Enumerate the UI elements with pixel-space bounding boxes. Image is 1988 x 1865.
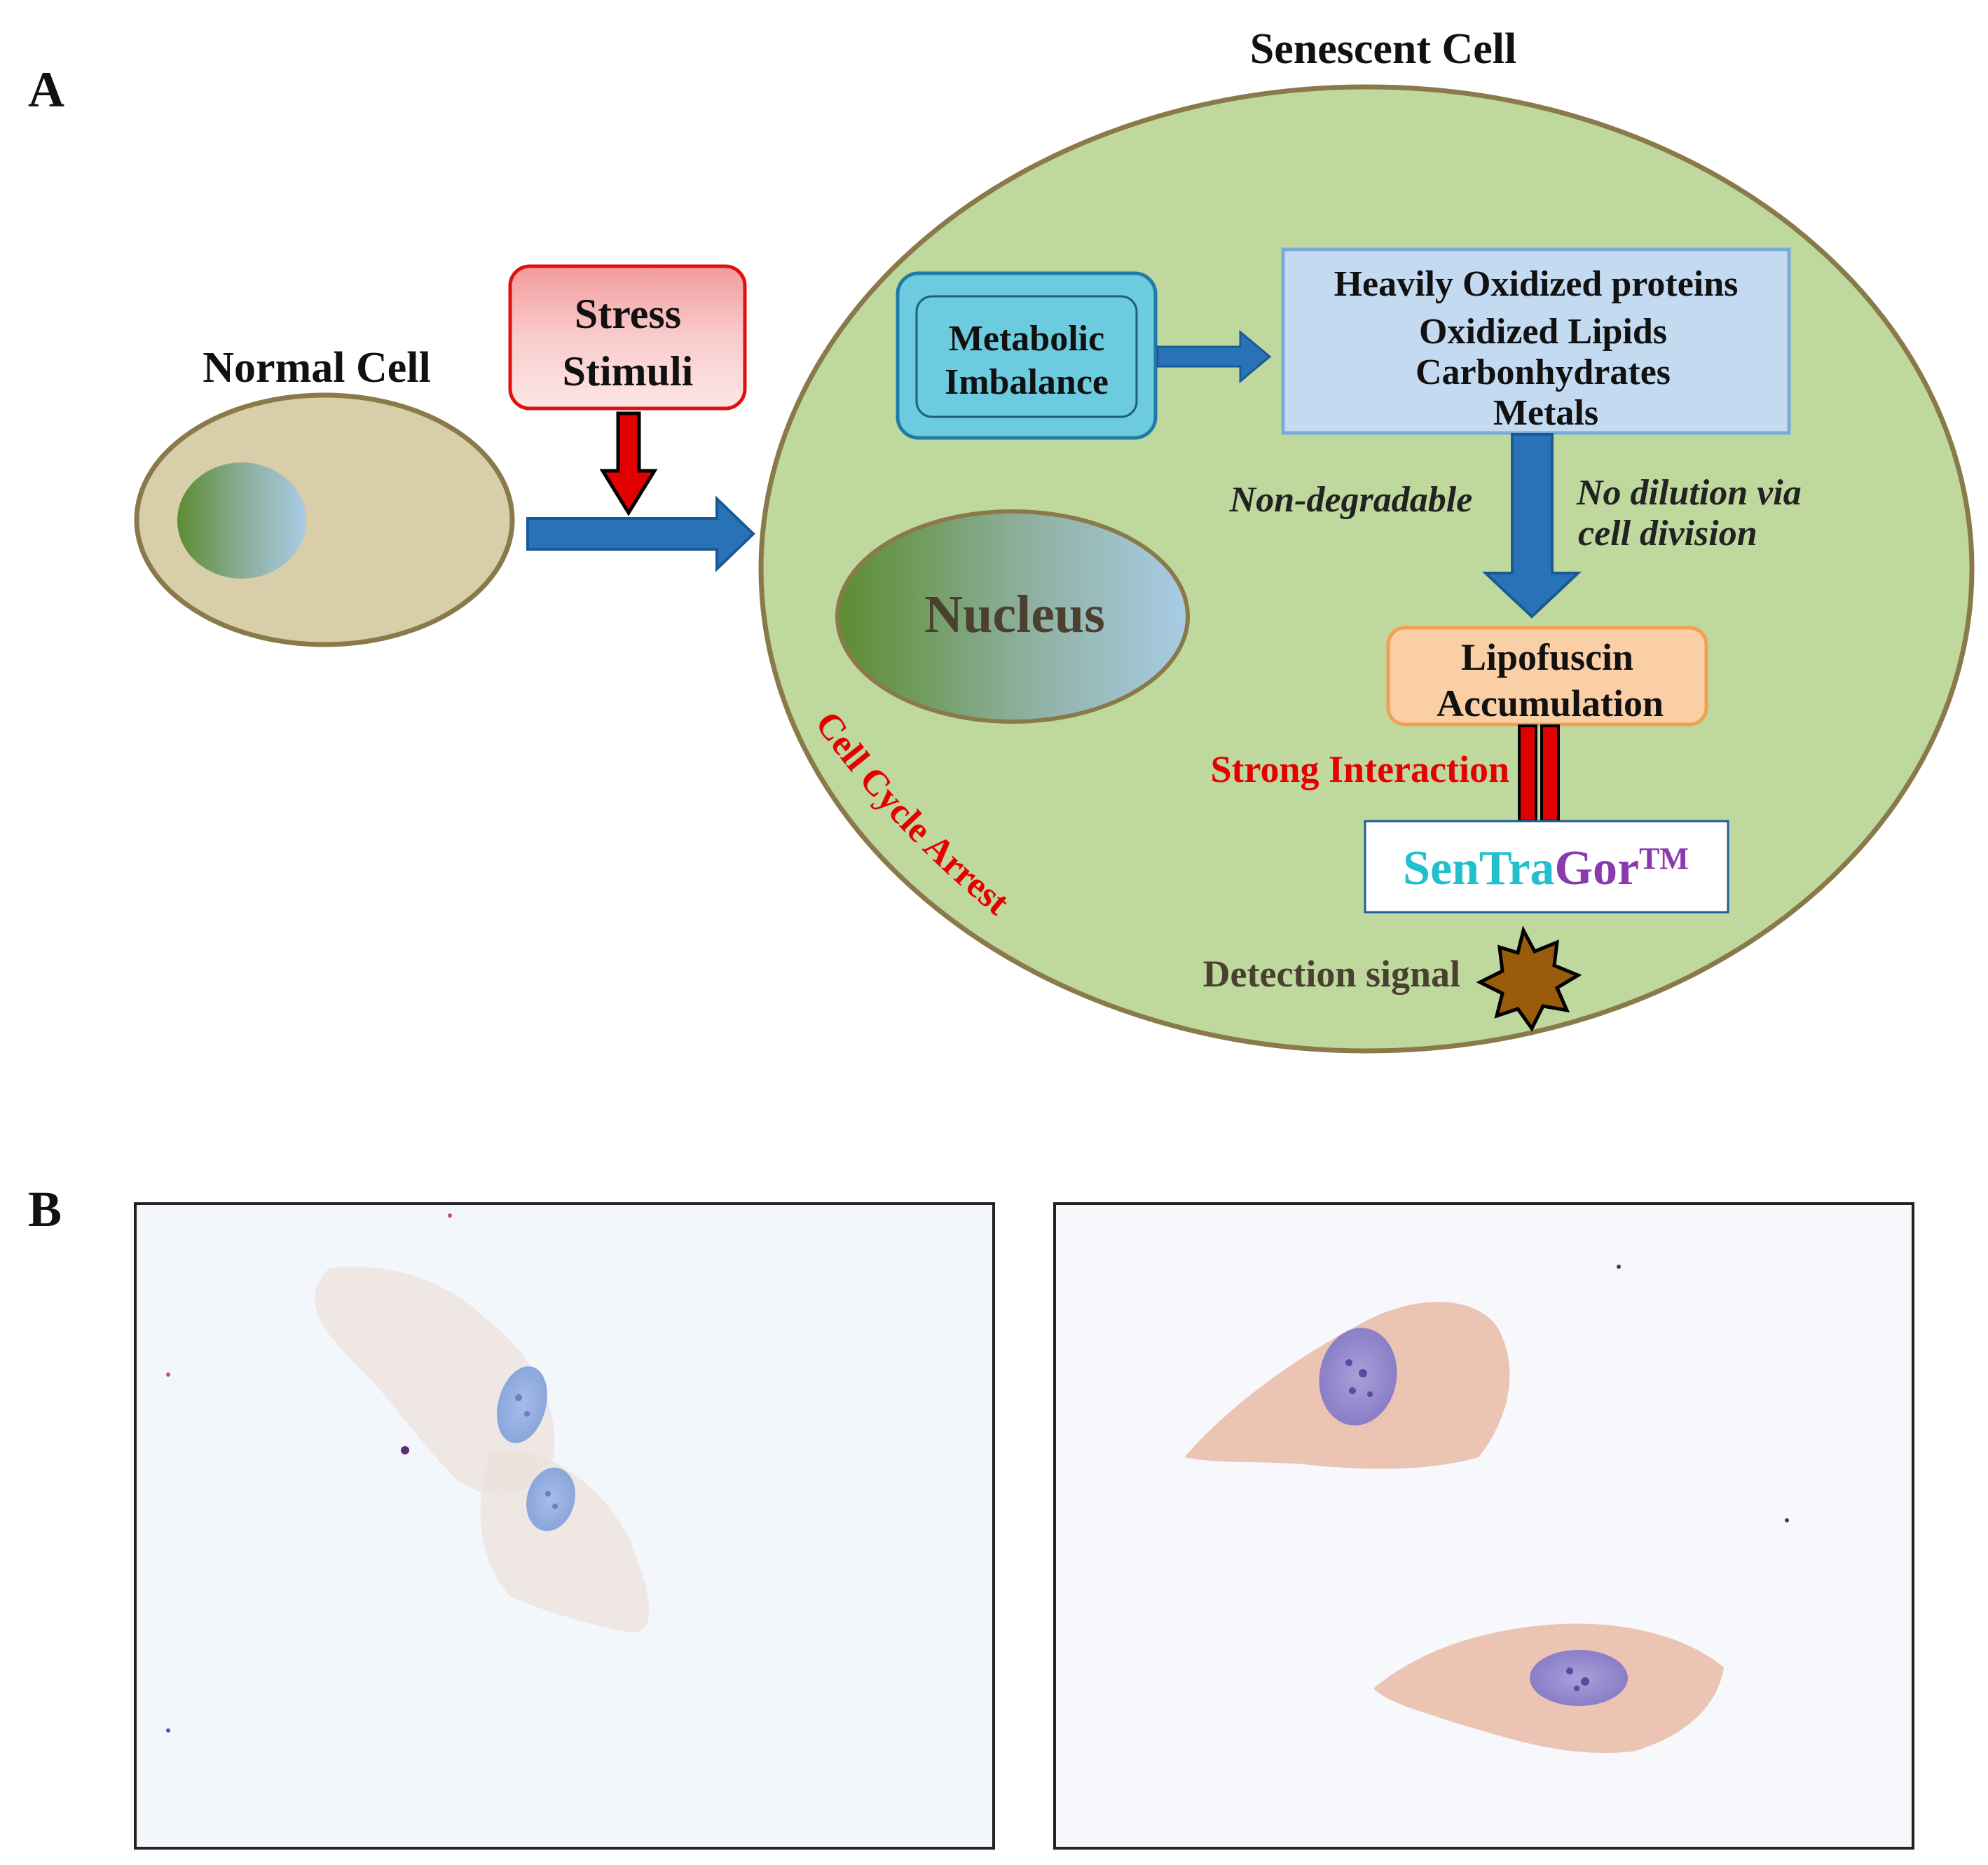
normal-cell-title: Normal Cell (203, 344, 430, 392)
sentragor-logo: SenTraGorTM (1403, 841, 1689, 895)
metabolic-to-oxidized-arrow (1156, 329, 1272, 384)
nucleus-label: Nucleus (924, 585, 1105, 644)
non-degradable-label: Non-degradable (1229, 480, 1473, 520)
oxidized-products-box (1281, 247, 1791, 435)
metabolic-label-line2: Imbalance (945, 362, 1109, 402)
normal-cell-nucleus (177, 462, 306, 579)
senescent-nucleus (835, 509, 1190, 724)
panel-b-label: B (28, 1181, 62, 1237)
senescent-nucleus-1 (1319, 1328, 1397, 1426)
stress-stimuli-box (508, 264, 747, 411)
senescent-nucleus-2 (1530, 1650, 1628, 1706)
oxidized-to-lipofuscin-arrow (1481, 433, 1582, 619)
senescent-cell-title: Senescent Cell (1250, 25, 1517, 73)
lipofuscin-line2: Accumulation (1437, 682, 1664, 724)
control-cell-body-1 (315, 1267, 555, 1495)
strong-interaction-label: Strong Interaction (1211, 748, 1510, 790)
control-nucleus-2 (526, 1467, 575, 1532)
sentragor-part2: Gor (1555, 841, 1640, 895)
sentragor-box (1364, 820, 1729, 914)
oxidized-line3: Carbonhydrates (1415, 352, 1671, 392)
micrograph-control (134, 1202, 995, 1850)
control-cell-body-2 (480, 1449, 650, 1632)
sentragor-tm: TM (1639, 841, 1689, 876)
no-dilution-line1: No dilution via (1576, 473, 1802, 513)
normal-cell (134, 392, 515, 647)
interaction-bar-left (1518, 724, 1537, 823)
stress-label-line2: Stimuli (563, 348, 694, 394)
no-dilution-line2: cell division (1578, 514, 1757, 553)
stress-label-line1: Stress (575, 291, 681, 337)
stress-down-arrow (599, 411, 658, 516)
detection-signal-label: Detection signal (1203, 953, 1460, 995)
oxidized-line4: Metals (1493, 393, 1598, 433)
metabolic-imbalance-inner (915, 295, 1138, 418)
detection-star-icon (1476, 925, 1582, 1032)
sentragor-part1: SenTra (1403, 841, 1555, 895)
interaction-bar-right (1540, 724, 1560, 823)
oxidized-line2: Oxidized Lipids (1419, 312, 1667, 352)
lipofuscin-line1: Lipofuscin (1461, 636, 1633, 678)
metabolic-imbalance-box (896, 271, 1158, 440)
transition-arrow (526, 495, 755, 572)
micrograph-senescent (1053, 1202, 1914, 1850)
control-nucleus-1 (497, 1366, 547, 1443)
panel-a-label: A (28, 62, 64, 118)
oxidized-line1: Heavily Oxidized proteins (1334, 264, 1739, 304)
metabolic-label-line1: Metabolic (949, 319, 1104, 359)
